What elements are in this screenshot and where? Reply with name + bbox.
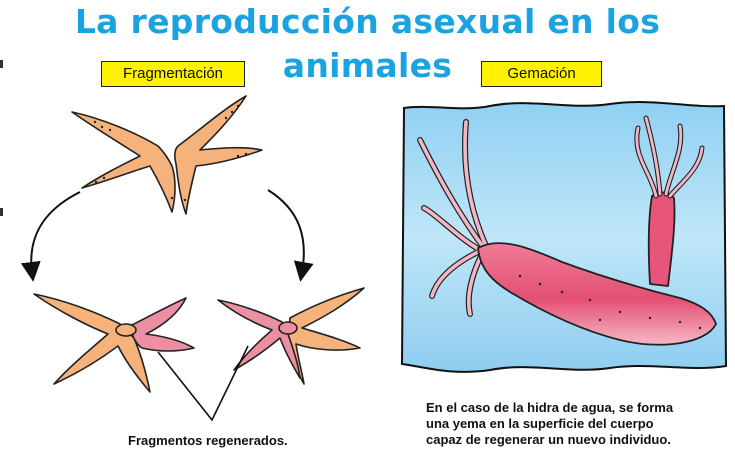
hydra-body bbox=[477, 242, 717, 346]
fragmentation-label: Fragmentación bbox=[101, 61, 245, 87]
edge-mark bbox=[0, 60, 3, 68]
starfish-cut-right bbox=[173, 95, 263, 215]
starfish-regenerated-right bbox=[217, 287, 365, 385]
hydra-texture bbox=[518, 274, 702, 330]
page-title: La reproducción asexual en los animales bbox=[74, 2, 661, 85]
starfish-dots bbox=[93, 104, 248, 202]
pointer-lines bbox=[157, 345, 249, 422]
edge-mark bbox=[0, 208, 3, 216]
starfish-regenerated-left bbox=[33, 293, 195, 393]
budding-label: Gemación bbox=[481, 61, 602, 87]
budding-caption: En el caso de la hidra de agua, se forma… bbox=[426, 400, 726, 448]
budding-caption-line: una yema en la superficie del cuerpo bbox=[426, 416, 654, 431]
arrow-right bbox=[267, 189, 314, 282]
budding-caption-line: En el caso de la hidra de agua, se forma bbox=[426, 400, 674, 415]
starfish-cut-left bbox=[71, 111, 176, 213]
budding-caption-line: capaz de regenerar un nuevo individuo. bbox=[426, 432, 671, 447]
bud-tentacles-fill bbox=[635, 116, 704, 198]
fragmentation-caption: Fragmentos regenerados. bbox=[128, 433, 288, 448]
arrow-left bbox=[20, 191, 81, 282]
